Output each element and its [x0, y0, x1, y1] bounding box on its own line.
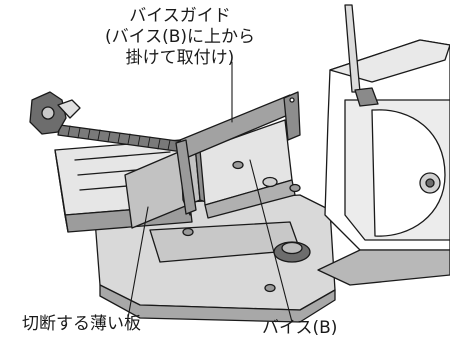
- vise-guide: [175, 91, 301, 216]
- vise-b-jaw: [199, 119, 301, 219]
- clamp-knob: [273, 241, 311, 263]
- saw-arm-post: [344, 4, 379, 107]
- leader-thin-board: [127, 206, 149, 319]
- saw-head-housing: [317, 39, 450, 286]
- vise-handle-knob: [29, 91, 81, 135]
- vise-guide-label-line1: バイスガイド: [129, 6, 231, 26]
- vise-guide-label: バイスガイド (バイス(B)に上から 掛けて取付け): [80, 6, 280, 69]
- base-bolt: [182, 227, 194, 237]
- leader-lines: [127, 61, 293, 323]
- vise-guide-label-line3: 掛けて取付け): [125, 48, 235, 68]
- leader-vise-b: [249, 159, 293, 323]
- base-bolt-2: [264, 283, 276, 293]
- vise-b-label: バイス(B): [262, 318, 338, 338]
- vise-guide-label-line2: (バイス(B)に上から: [104, 27, 256, 47]
- thin-board-label: 切断する薄い板: [22, 314, 141, 334]
